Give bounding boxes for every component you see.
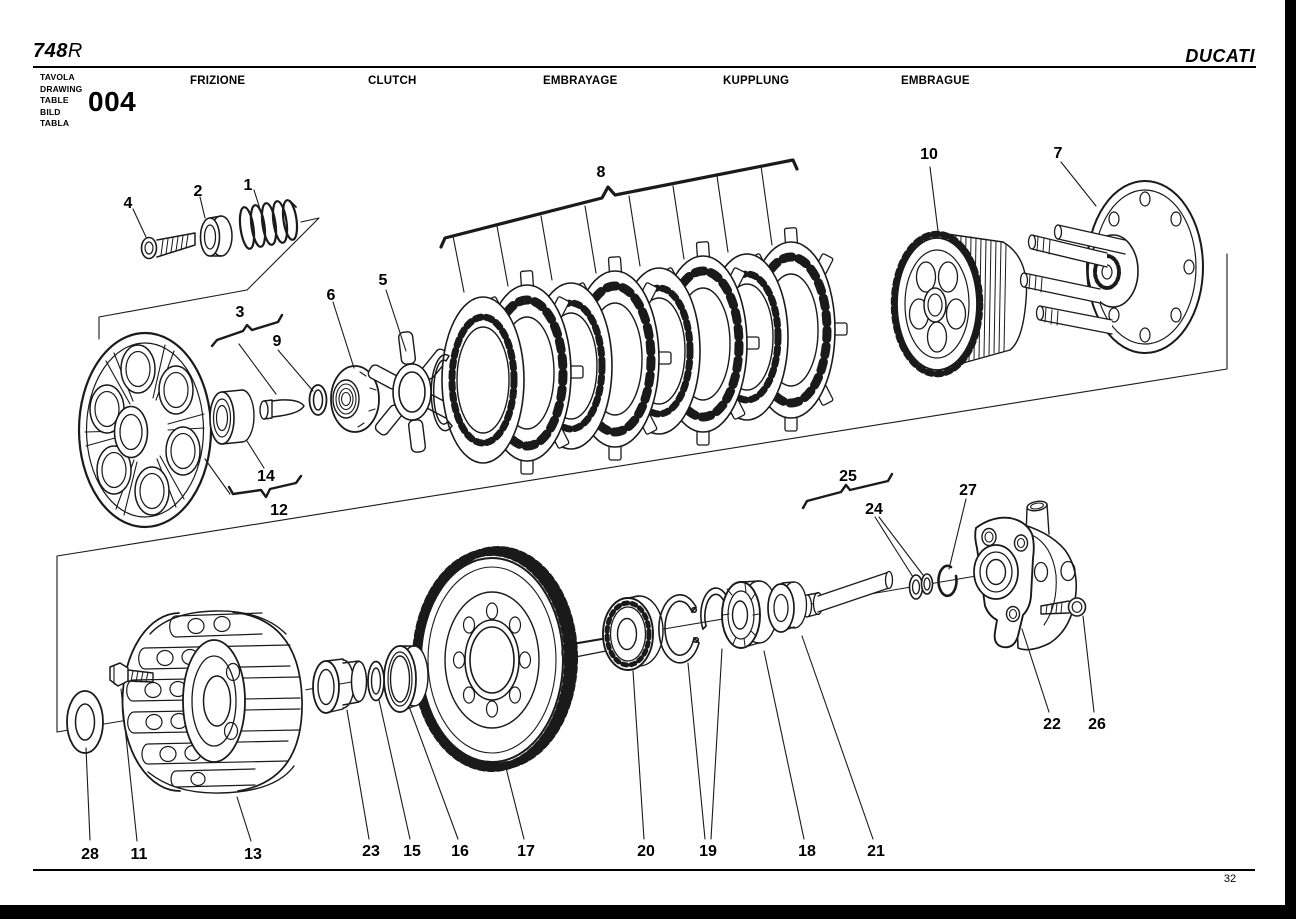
callout-1: 1 <box>244 177 253 194</box>
callout-brackets <box>210 158 894 510</box>
part-pressure-plate <box>77 331 213 529</box>
table-word-list: TAVOLA DRAWING TABLE BILD TABLA <box>40 72 82 130</box>
callout-9: 9 <box>273 333 282 350</box>
callout-12: 12 <box>270 502 288 519</box>
bracket-3 <box>210 313 284 348</box>
callout-14: 14 <box>257 468 275 485</box>
part-pushrod-pin-3 <box>259 399 305 420</box>
part-oring-9 <box>308 384 328 416</box>
callout-18: 18 <box>798 843 816 860</box>
part-bearing-14 <box>209 389 255 445</box>
table-word: TABLE <box>40 95 69 106</box>
part-nut-6 <box>330 365 380 433</box>
part-snap-ring-27 <box>937 564 958 598</box>
part-bearing-21 <box>767 581 808 633</box>
callout-27: 27 <box>959 482 977 499</box>
title-english: CLUTCH <box>368 75 417 87</box>
part-oring-15 <box>367 660 385 702</box>
part-clutch-basket-13 <box>121 610 307 794</box>
callout-3: 3 <box>236 304 245 321</box>
title-french: EMBRAYAGE <box>543 75 618 87</box>
model-logo: 748R <box>33 40 83 63</box>
model-number: 748 <box>33 40 68 62</box>
part-screw-26 <box>1040 597 1087 617</box>
right-edge-bar <box>1285 0 1296 919</box>
callout-24: 24 <box>865 501 883 518</box>
bracket-25 <box>801 472 894 510</box>
callout-4: 4 <box>124 195 133 212</box>
title-german: KUPPLUNG <box>723 75 790 87</box>
callout-11: 11 <box>131 846 148 863</box>
part-washer-2 <box>199 215 233 257</box>
part-bolt-11 <box>109 662 154 687</box>
leader-lines <box>85 161 1097 842</box>
callout-5: 5 <box>379 272 388 289</box>
callout-15: 15 <box>403 843 421 860</box>
part-clutch-hub-7 <box>1019 180 1204 354</box>
table-word: TAVOLA <box>40 72 75 82</box>
bracket-12 <box>227 474 303 499</box>
part-slave-cylinder-22 <box>973 500 1078 651</box>
part-shims-24 <box>908 573 934 600</box>
brand-logo: DUCATI <box>1185 46 1255 66</box>
part-circlip-19 <box>658 587 732 664</box>
hub-pins <box>1019 224 1126 335</box>
callout-25: 25 <box>839 468 857 485</box>
callout-19: 19 <box>699 843 717 860</box>
bracket-8 <box>439 158 799 249</box>
table-word: BILD <box>40 106 61 117</box>
callout-28: 28 <box>81 846 99 863</box>
part-bearing-18 <box>721 580 778 649</box>
callout-17: 17 <box>517 843 535 860</box>
callout-7: 7 <box>1054 145 1063 162</box>
callout-26: 26 <box>1088 716 1106 733</box>
callout-6: 6 <box>327 287 336 304</box>
header-rule <box>33 66 1256 68</box>
bottom-edge-bar <box>0 905 1296 919</box>
part-bolt-4 <box>140 232 196 260</box>
table-word: TABLA <box>40 118 70 129</box>
page-number: 32 <box>1223 873 1237 885</box>
part-spring-1 <box>238 199 299 250</box>
title-italian: FRIZIONE <box>190 75 246 87</box>
title-spanish: EMBRAGUE <box>901 75 970 87</box>
callout-22: 22 <box>1043 716 1061 733</box>
callout-13: 13 <box>244 846 262 863</box>
part-spacer-23 <box>312 658 368 714</box>
table-number: 004 <box>88 86 137 117</box>
callout-2: 2 <box>194 183 203 200</box>
footer-rule <box>33 869 1255 871</box>
callout-8: 8 <box>597 164 606 181</box>
callout-21: 21 <box>867 843 885 860</box>
table-word: DRAWING <box>40 83 83 94</box>
part-clutch-plates-8 <box>430 228 847 474</box>
part-primary-gear-17 <box>412 546 578 772</box>
callout-10: 10 <box>920 146 938 163</box>
callout-numbers: 1 2 3 4 5 6 7 8 9 10 11 12 13 14 15 16 1… <box>81 145 1106 863</box>
model-variant: R <box>67 40 83 62</box>
part-bearing-20 <box>602 595 664 671</box>
part-bearing-race-16 <box>383 645 429 713</box>
callout-16: 16 <box>451 843 469 860</box>
callout-20: 20 <box>637 843 655 860</box>
callout-23: 23 <box>362 843 380 860</box>
part-washer-28 <box>66 690 104 754</box>
part-clutch-drum-10 <box>890 230 1028 378</box>
